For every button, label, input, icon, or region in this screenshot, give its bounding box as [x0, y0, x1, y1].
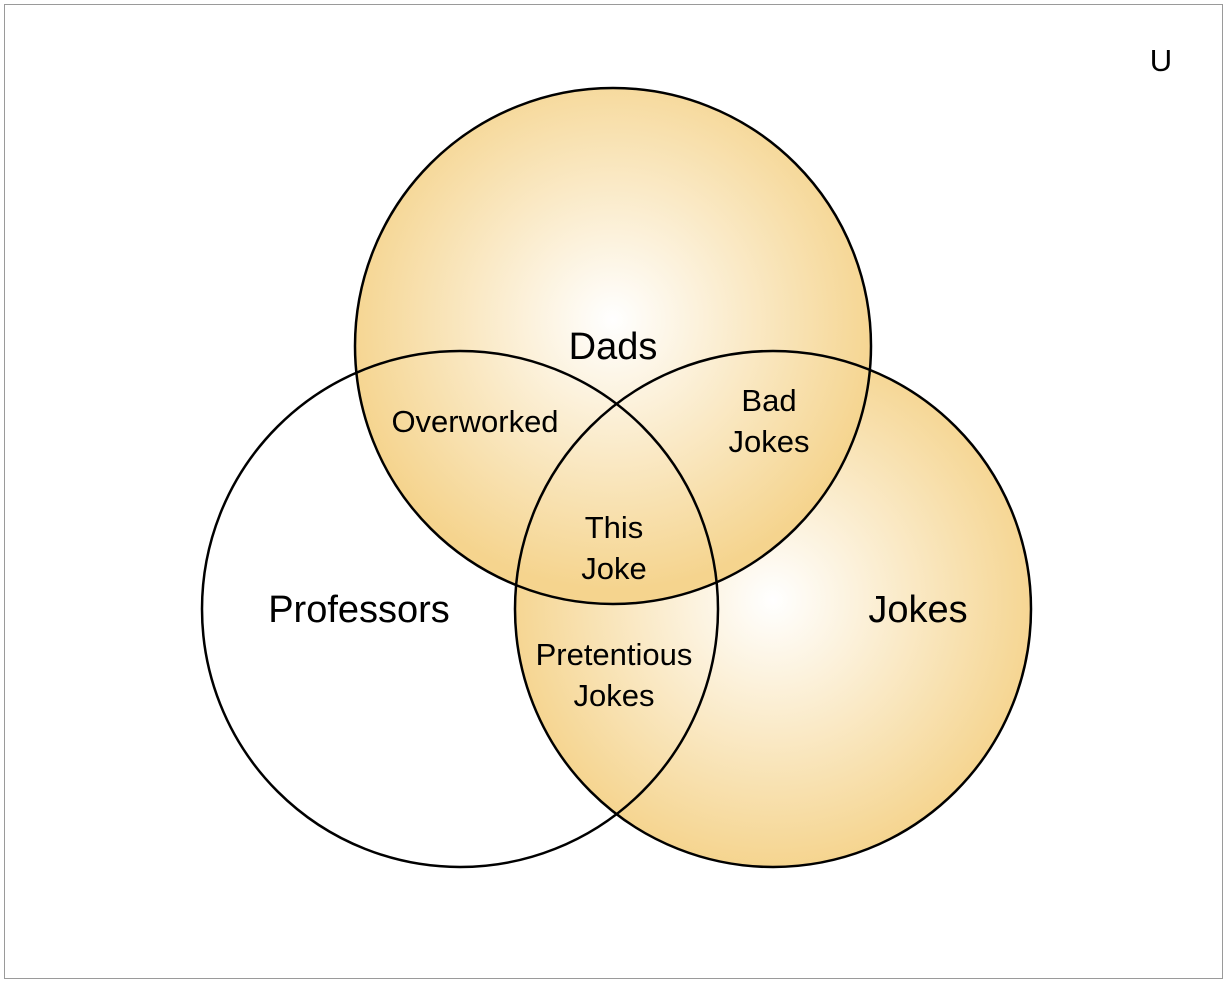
overworked-label: Overworked	[391, 404, 558, 439]
dads-circle-fill	[355, 88, 871, 604]
this-joke-label-line1: This	[585, 510, 644, 545]
pretentious-jokes-label-line2: Jokes	[574, 678, 655, 713]
dads-circle	[353, 86, 873, 606]
bad-jokes-label-line1: Bad	[741, 383, 796, 418]
professors-circle	[200, 349, 720, 869]
jokes-circle	[513, 349, 1033, 869]
dads-label: Dads	[569, 326, 658, 368]
universe-label: U	[1150, 43, 1172, 78]
pretentious-jokes-label-line1: Pretentious	[536, 637, 693, 672]
professors-label: Professors	[268, 589, 450, 631]
jokes-label: Jokes	[868, 589, 967, 631]
bad-jokes-label-line2: Jokes	[729, 424, 810, 459]
this-joke-label-line2: Joke	[581, 551, 646, 586]
universe-frame	[4, 4, 1223, 979]
